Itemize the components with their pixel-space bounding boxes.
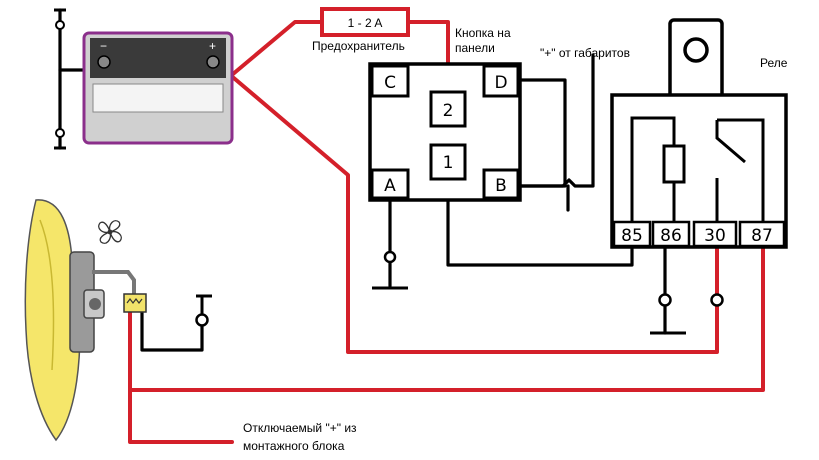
battery-positive-label: + xyxy=(209,39,216,53)
battery-positive-terminal-icon xyxy=(206,55,220,69)
ground-icon xyxy=(195,294,212,327)
parking-lights-label: "+" от габаритов xyxy=(540,46,630,60)
battery-negative-terminal-icon xyxy=(97,55,111,69)
relay-pin-86: 86 xyxy=(660,226,682,246)
button-terminal-d: D xyxy=(494,73,507,93)
red-wires xyxy=(128,20,765,444)
button-terminal-c: C xyxy=(384,73,396,93)
wire-battery-to-relay-30 xyxy=(220,66,719,354)
black-wires xyxy=(58,8,667,352)
battery: − + xyxy=(82,31,234,145)
wire-parking-lights xyxy=(518,53,595,188)
relay-pin-30: 30 xyxy=(704,226,726,246)
fan-icon xyxy=(98,220,122,244)
relay-label: Реле xyxy=(760,56,788,70)
fan-motor xyxy=(24,199,147,442)
button-terminal-1: 1 xyxy=(443,153,454,173)
fuse-caption: Предохранитель xyxy=(312,39,405,53)
button-terminal-a: A xyxy=(384,176,396,196)
ground-icon xyxy=(372,250,408,290)
fuse-rating: 1 - 2 A xyxy=(348,16,383,30)
ground-icon xyxy=(650,293,686,335)
relay: 85 86 30 87 xyxy=(610,18,788,249)
fuse: 1 - 2 A xyxy=(320,7,410,37)
button-terminal-b: B xyxy=(495,176,507,196)
wire-button-1-to-relay-85 xyxy=(446,175,634,267)
wire-button-d-to-b xyxy=(518,78,567,188)
ground-icon xyxy=(54,8,66,150)
relay-30-terminal-icon xyxy=(710,293,724,307)
button-terminal-2: 2 xyxy=(443,101,454,121)
battery-negative-label: − xyxy=(100,39,107,53)
button-caption-line1: Кнопка на xyxy=(455,26,511,40)
wire-relay-87-to-fan xyxy=(128,244,765,392)
panel-button: C D 2 1 A B xyxy=(368,62,522,202)
wire-battery-to-fuse xyxy=(231,20,324,76)
wire-switched-plus xyxy=(128,388,234,444)
switched-plus-label-line2: монтажного блока xyxy=(243,439,345,453)
button-caption-line2: панели xyxy=(455,41,495,55)
relay-pin-87: 87 xyxy=(751,226,773,246)
switched-plus-label-line1: Отключаемый "+" из xyxy=(243,421,357,435)
wire-fan-ground xyxy=(140,300,204,352)
relay-pin-85: 85 xyxy=(621,226,643,246)
